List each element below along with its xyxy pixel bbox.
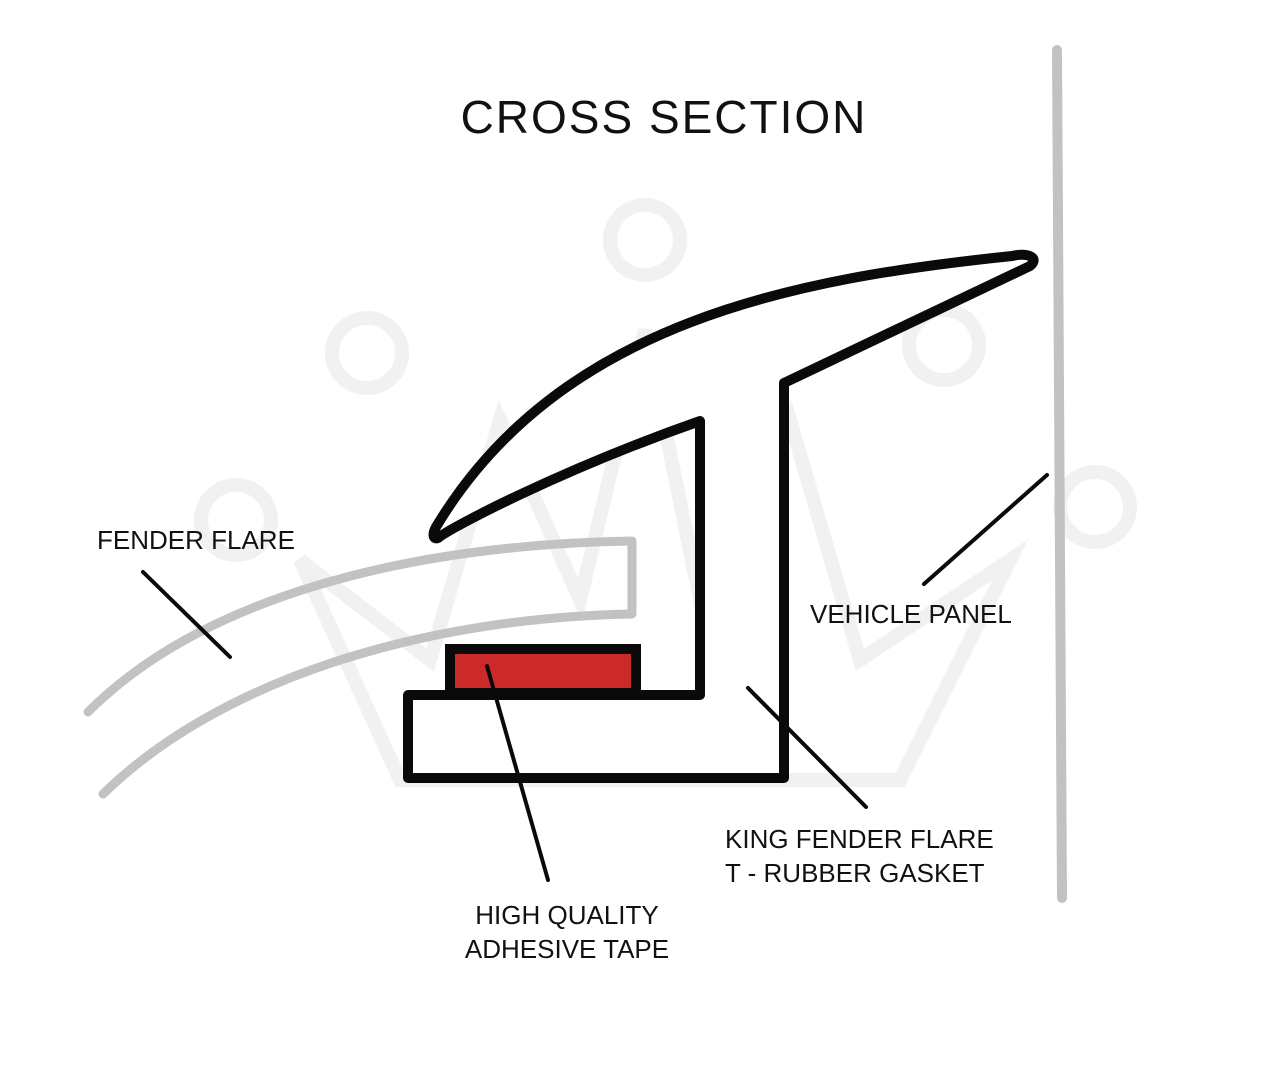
fender-flare-leader: [141, 570, 232, 659]
label-vehicle-panel: VEHICLE PANEL: [810, 599, 1012, 629]
label-gasket-line1: KING FENDER FLARE: [725, 824, 994, 854]
gasket-leader: [746, 686, 868, 809]
diagram-title: CROSS SECTION: [461, 91, 868, 143]
fender-flare-shape: [83, 536, 637, 799]
t-rubber-gasket-shape: [403, 249, 1039, 783]
label-gasket-line2: T - RUBBER GASKET: [725, 858, 985, 888]
label-tape-line1: HIGH QUALITY: [475, 900, 658, 930]
label-tape-line2: ADHESIVE TAPE: [465, 934, 669, 964]
vehicle-panel-line: [1052, 45, 1067, 903]
adhesive-tape: [445, 644, 641, 698]
label-fender-flare: FENDER FLARE: [97, 525, 295, 555]
vehicle-panel-leader: [922, 473, 1049, 586]
tape-leader: [485, 664, 550, 882]
